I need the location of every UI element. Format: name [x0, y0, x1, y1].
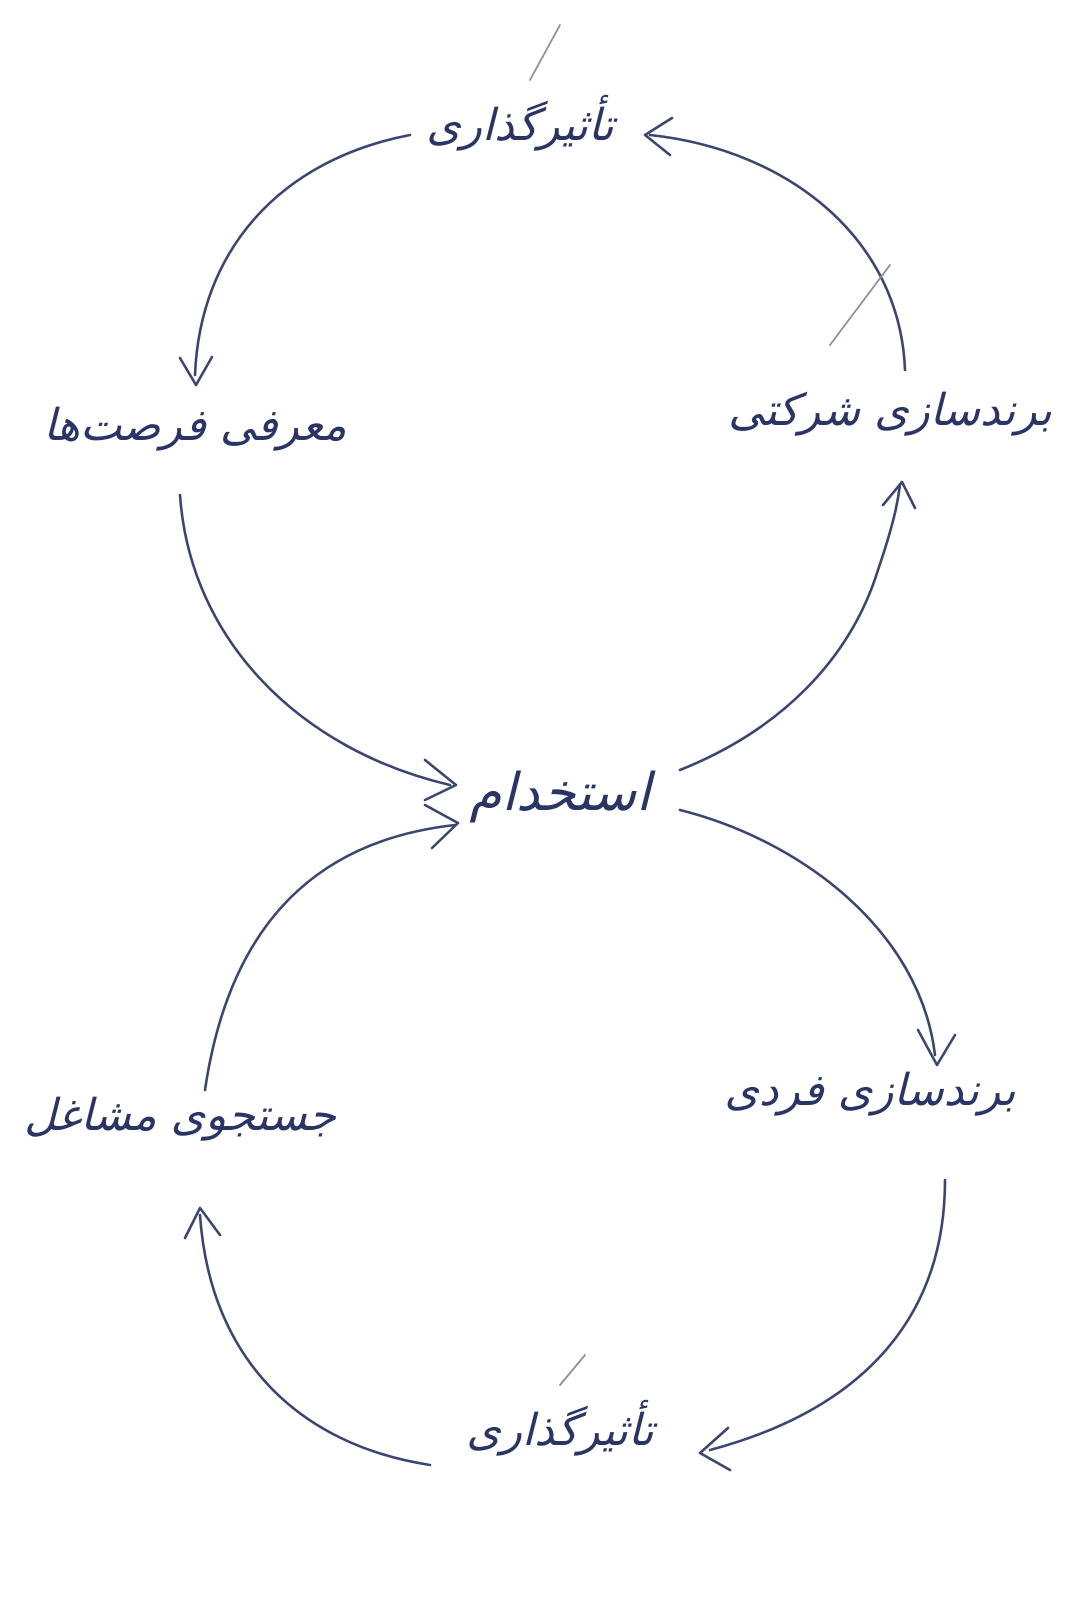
arrowhead-bottom-left — [183, 1206, 222, 1240]
node-label-bottom-right: برندسازی فردی — [724, 1065, 1015, 1116]
arrowhead-center-from-top — [423, 758, 458, 802]
arc-top-to-top-left — [193, 133, 412, 377]
arc-bottom-left-to-center — [203, 823, 457, 1092]
arrowhead-top — [643, 116, 674, 157]
node-label-top-left: معرفی فرصت‌ها — [43, 400, 346, 451]
arrowhead-bottom — [698, 1426, 732, 1472]
node-label-bottom: تأثیرگذاری — [466, 1399, 658, 1456]
accent-top-right — [829, 264, 891, 346]
arc-top-left-to-center — [178, 493, 452, 787]
node-label-center: استخدام — [469, 763, 656, 823]
arc-center-to-top-right — [678, 483, 902, 772]
arc-center-to-bottom-right — [678, 808, 937, 1057]
arc-bottom-right-to-bottom — [708, 1178, 947, 1452]
node-label-top-right: برندسازی شرکتی — [728, 385, 1052, 436]
arc-top-right-to-top — [648, 133, 907, 372]
arrowhead-bottom-right — [916, 1028, 957, 1067]
arc-bottom-to-bottom-left — [198, 1213, 432, 1467]
accent-bottom — [559, 1354, 586, 1386]
arrowhead-top-right — [881, 480, 917, 510]
accent-top — [529, 24, 561, 81]
arrowhead-center-from-bottom — [423, 803, 460, 850]
arrowhead-top-left — [178, 355, 214, 387]
node-label-bottom-left: جستجوی مشاغل — [24, 1090, 337, 1141]
node-label-top: تأثیرگذاری — [426, 94, 618, 151]
